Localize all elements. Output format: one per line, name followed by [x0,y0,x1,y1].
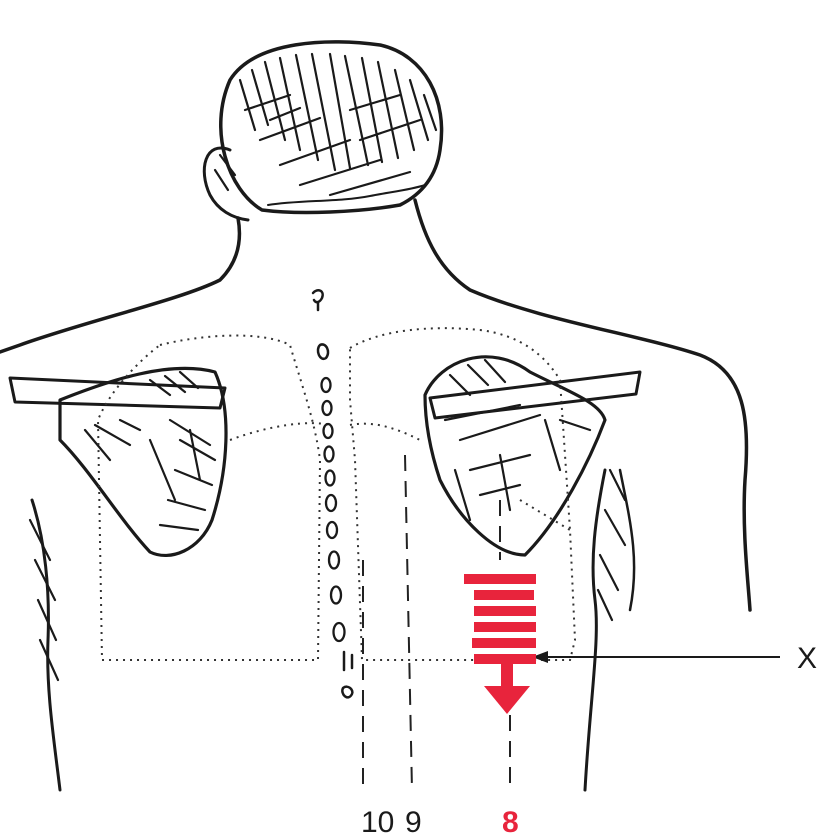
head [204,42,441,220]
vertebra [322,378,331,392]
line-label-9: 9 [405,806,422,838]
vertebra [331,587,341,604]
torso-outline [0,200,750,790]
treatment-bar [474,606,536,616]
treatment-bar [464,574,536,584]
treatment-bar [474,590,534,600]
vertebra [326,495,336,511]
vertebra [323,401,332,415]
marker-label: X [797,642,817,675]
vertebra [327,522,337,538]
vertebra [334,623,345,641]
treatment-bar [474,622,536,632]
line-label-10: 10 [361,806,394,838]
vertebra [329,552,339,569]
treatment-bar [472,638,536,648]
line-label-8: 8 [502,806,519,838]
treatment-bar [474,654,536,664]
dashed-line-9 [405,455,412,790]
right-shoulder-strap [430,372,640,418]
left-scapula [60,368,226,555]
hair-hatching [215,54,436,195]
treatment-arrow-head [484,686,530,714]
treatment-zone [464,574,536,714]
vertebra [325,447,334,462]
treatment-arrow-shaft [501,664,513,688]
vertebra [324,424,333,438]
vertebra [326,471,335,486]
